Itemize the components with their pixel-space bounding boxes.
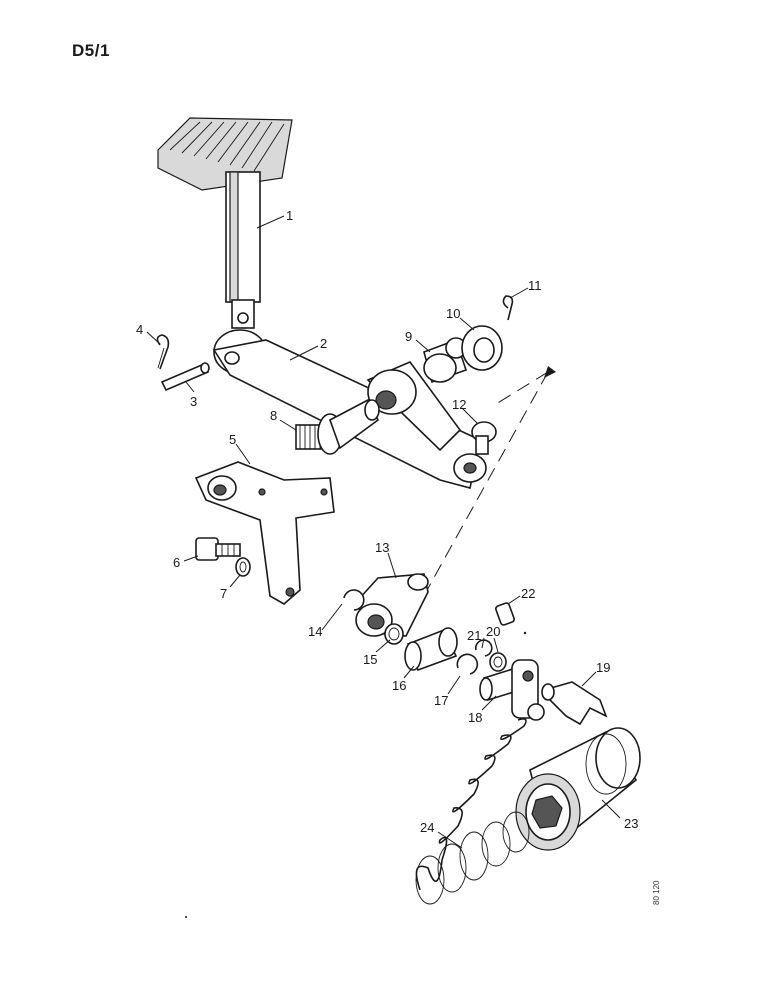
callout-21: 21: [467, 628, 481, 643]
bush-part: [423, 337, 468, 384]
stray-dot: [185, 916, 187, 918]
ring-part: [384, 623, 404, 645]
fork-part: [541, 681, 608, 726]
callout-4: 4: [136, 322, 143, 337]
clevis-pin-part: [471, 421, 497, 455]
assembly-dashed-line: [415, 371, 549, 611]
callout-19: 19: [596, 660, 610, 675]
sleeve-part: [404, 627, 458, 672]
callout-17: 17: [434, 693, 448, 708]
bolt-part: [195, 537, 241, 561]
callout-5: 5: [229, 432, 236, 447]
split-pin-4-part: [156, 334, 170, 370]
callout-7: 7: [220, 586, 227, 601]
reference-code: 80 120: [652, 880, 661, 905]
leader-lines: [146, 215, 621, 849]
stray-dot: [523, 631, 527, 635]
callout-23: 23: [624, 816, 638, 831]
split-pin-11-part: [502, 295, 514, 321]
washer-20-part: [489, 652, 507, 672]
circlip-14-part: [343, 589, 365, 611]
bracket-part: [194, 461, 335, 605]
arrow-head-icon: [544, 366, 556, 378]
key-part: [495, 602, 515, 626]
callout-18: 18: [468, 710, 482, 725]
callout-labels: 1 2 3 4 5 6 7 8 9 10 11 12 13 14 15 16 1…: [136, 208, 638, 835]
callout-15: 15: [363, 652, 377, 667]
pin-part: [160, 362, 210, 392]
callout-3: 3: [190, 394, 197, 409]
callout-13: 13: [375, 540, 389, 555]
page-code: D5/1: [72, 41, 110, 60]
callout-12: 12: [452, 397, 466, 412]
washer-7-part: [235, 557, 251, 577]
callout-6: 6: [173, 555, 180, 570]
callout-2: 2: [320, 336, 327, 351]
callout-22: 22: [521, 586, 535, 601]
callout-1: 1: [286, 208, 293, 223]
callout-10: 10: [446, 306, 460, 321]
callout-20: 20: [486, 624, 500, 639]
link-lever-part: [355, 573, 429, 637]
callout-11: 11: [528, 278, 542, 293]
shaft-lever-part: [479, 659, 545, 721]
circlip-17-part: [456, 653, 479, 675]
circlip-21-part: [474, 639, 493, 657]
washer-10-part: [461, 325, 503, 371]
callout-16: 16: [392, 678, 406, 693]
callout-14: 14: [308, 624, 322, 639]
spring-part: [415, 718, 530, 905]
pivot-pin-part: [295, 398, 380, 455]
callout-8: 8: [270, 408, 277, 423]
callout-24: 24: [420, 820, 434, 835]
callout-9: 9: [405, 329, 412, 344]
splined-sleeve-part: [515, 727, 641, 851]
pedal-part: [157, 117, 293, 329]
